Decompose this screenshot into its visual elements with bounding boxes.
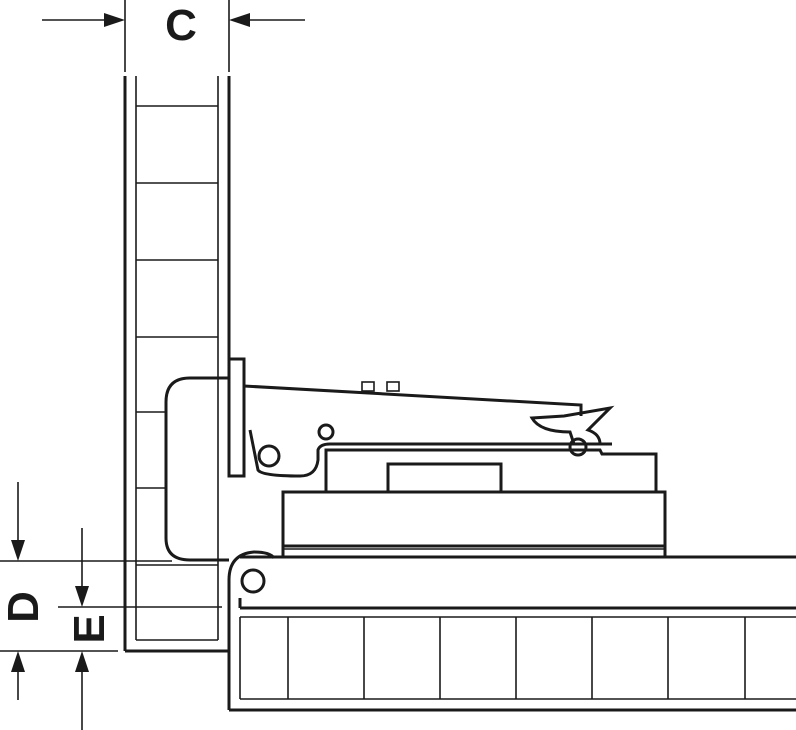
dimension-e-label: E (65, 614, 114, 643)
dimension-c-label: C (165, 1, 197, 50)
dimension-d: D (0, 482, 172, 700)
hinge-pivot-pin-icon (257, 444, 281, 468)
door-panel (227, 548, 796, 712)
hinge-cup (164, 357, 246, 562)
mounting-plate-screw-block (386, 462, 503, 494)
dimension-c-arrow-right (229, 13, 250, 27)
side-panel (123, 76, 231, 653)
hinge-rivet-icon (317, 423, 335, 441)
hinge-arm (243, 381, 615, 478)
door-hinge-knuckle (227, 550, 276, 640)
hinge-arm-top-edge (243, 384, 583, 416)
dimension-d-arrow-top (11, 540, 25, 561)
door-hinge-pin-icon (240, 568, 266, 594)
clip-release-lever (529, 405, 615, 446)
hinge-mounting-flange (227, 357, 246, 478)
mounting-plate-base (281, 490, 667, 548)
dimension-d-arrow-bottom (11, 651, 25, 672)
mounting-plate-upper (324, 448, 658, 492)
dimension-d-label: D (0, 591, 48, 623)
hinge-cup-outline (164, 376, 229, 562)
mounting-plate (281, 448, 667, 556)
hinge-arm-lower-edge (248, 429, 612, 478)
dimension-c: C (42, 0, 305, 72)
dimension-c-arrow-left (104, 13, 125, 27)
clip-lever-pin-icon (568, 437, 588, 457)
adjustment-tab-right (386, 381, 400, 392)
dimension-e-arrow-top (75, 586, 89, 607)
adjustment-tab-left (361, 381, 375, 392)
dimension-e: E (58, 528, 222, 730)
dimension-e-arrow-bottom (75, 651, 89, 672)
